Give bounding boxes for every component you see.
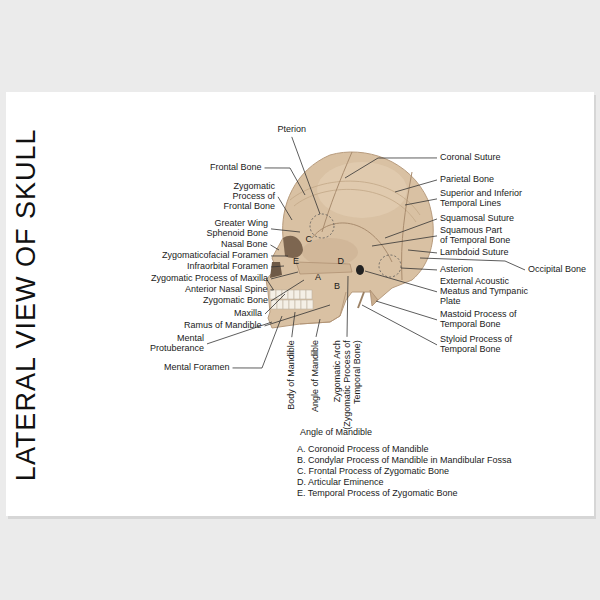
key-item: B. Condylar Process of Mandible in Mandi… xyxy=(297,456,512,466)
part-label: Occipital Bone xyxy=(528,265,586,275)
key-item: A. Coronoid Process of Mandible xyxy=(297,445,429,455)
part-label: Anterior Nasal Spine xyxy=(185,285,268,295)
key-item: C. Frontal Process of Zygomatic Bone xyxy=(297,467,449,477)
part-label: Lambdoid Suture xyxy=(440,248,509,258)
part-label: Body of Mandible xyxy=(287,340,297,410)
mastoid-process xyxy=(370,290,378,306)
leader-line xyxy=(271,280,304,301)
leader-line xyxy=(292,312,295,337)
leader-line xyxy=(271,266,284,268)
poster-title: LATERAL VIEW OF SKULL xyxy=(12,129,42,482)
part-label: Zygomatic Bone xyxy=(203,296,268,306)
part-label: Zygomatic Process of Frontal Bone xyxy=(213,182,275,212)
leader-line xyxy=(345,158,437,178)
lambdoid-suture xyxy=(402,172,412,280)
leader-line xyxy=(292,137,320,214)
leader-line xyxy=(271,272,298,279)
leader-line xyxy=(271,255,288,256)
part-label: Ramus of Mandible xyxy=(184,321,262,331)
ear-canal xyxy=(356,265,364,275)
leader-line xyxy=(408,250,437,253)
part-label: Mental Foramen xyxy=(164,363,230,373)
squamosal-suture xyxy=(312,223,392,262)
leader-line xyxy=(395,180,437,192)
callout-letter: A xyxy=(315,273,321,283)
part-label: Zygomatic Arch (Zygomatic Process of Tem… xyxy=(332,340,362,435)
leader-line xyxy=(372,236,437,246)
part-label: Styloid Process of Temporal Bone xyxy=(440,335,518,355)
leader-line xyxy=(271,245,279,250)
leader-line xyxy=(385,219,437,238)
leader-line xyxy=(265,305,330,326)
leader-line xyxy=(401,268,437,270)
part-label: Zygomatic Process of Maxilla xyxy=(151,274,268,284)
part-label: Zygomaticofacial Foramen xyxy=(162,251,268,261)
teeth xyxy=(270,290,313,309)
part-label: Coronal Suture xyxy=(440,153,501,163)
callout-letter: B xyxy=(334,282,340,292)
key-item: D. Articular Eminence xyxy=(297,478,384,488)
part-label: Frontal Bone xyxy=(210,163,262,173)
part-label: Squamous Part of Temporal Bone xyxy=(440,226,512,246)
coronal-suture xyxy=(322,152,352,232)
part-label: Nasal Bone xyxy=(221,240,268,250)
callout-letter: D xyxy=(338,257,345,267)
key-heading: Angle of Mandible xyxy=(300,428,372,438)
orbit xyxy=(283,236,303,258)
part-label: Greater Wing Sphenoid Bone xyxy=(200,219,268,239)
part-label: Infraorbital Foramen xyxy=(187,262,268,272)
part-label: Pterion xyxy=(278,125,307,135)
part-label: Maxilla xyxy=(234,309,262,319)
pterion-circle xyxy=(310,214,334,238)
key-item: E. Temporal Process of Zygomatic Bone xyxy=(297,489,457,499)
callout-letter: E xyxy=(293,257,299,267)
part-label: Parietal Bone xyxy=(440,175,494,185)
leader-line xyxy=(405,199,437,205)
part-label: Superior and Inferior Temporal Lines xyxy=(440,189,530,209)
poster-sheet xyxy=(6,92,594,516)
part-label: Mastoid Process of Temporal Bone xyxy=(440,310,520,330)
asterion-circle xyxy=(379,255,401,277)
part-label: Squamosal Suture xyxy=(440,214,514,224)
leader-line xyxy=(278,197,292,220)
leader-line xyxy=(362,305,437,345)
leader-line xyxy=(316,319,320,337)
leader-line xyxy=(347,276,348,337)
leader-line xyxy=(271,229,300,232)
part-label: Asterion xyxy=(440,265,473,275)
leader-line xyxy=(365,271,437,292)
callout-letter: C xyxy=(306,235,313,245)
part-label: External Acoustic Meatus and Tympanic Pl… xyxy=(440,277,528,307)
part-label: Mental Protuberance xyxy=(144,334,204,354)
part-label: Angle of Mandible xyxy=(311,340,321,412)
temporal-line xyxy=(294,189,416,222)
nasal-aperture xyxy=(270,262,282,278)
